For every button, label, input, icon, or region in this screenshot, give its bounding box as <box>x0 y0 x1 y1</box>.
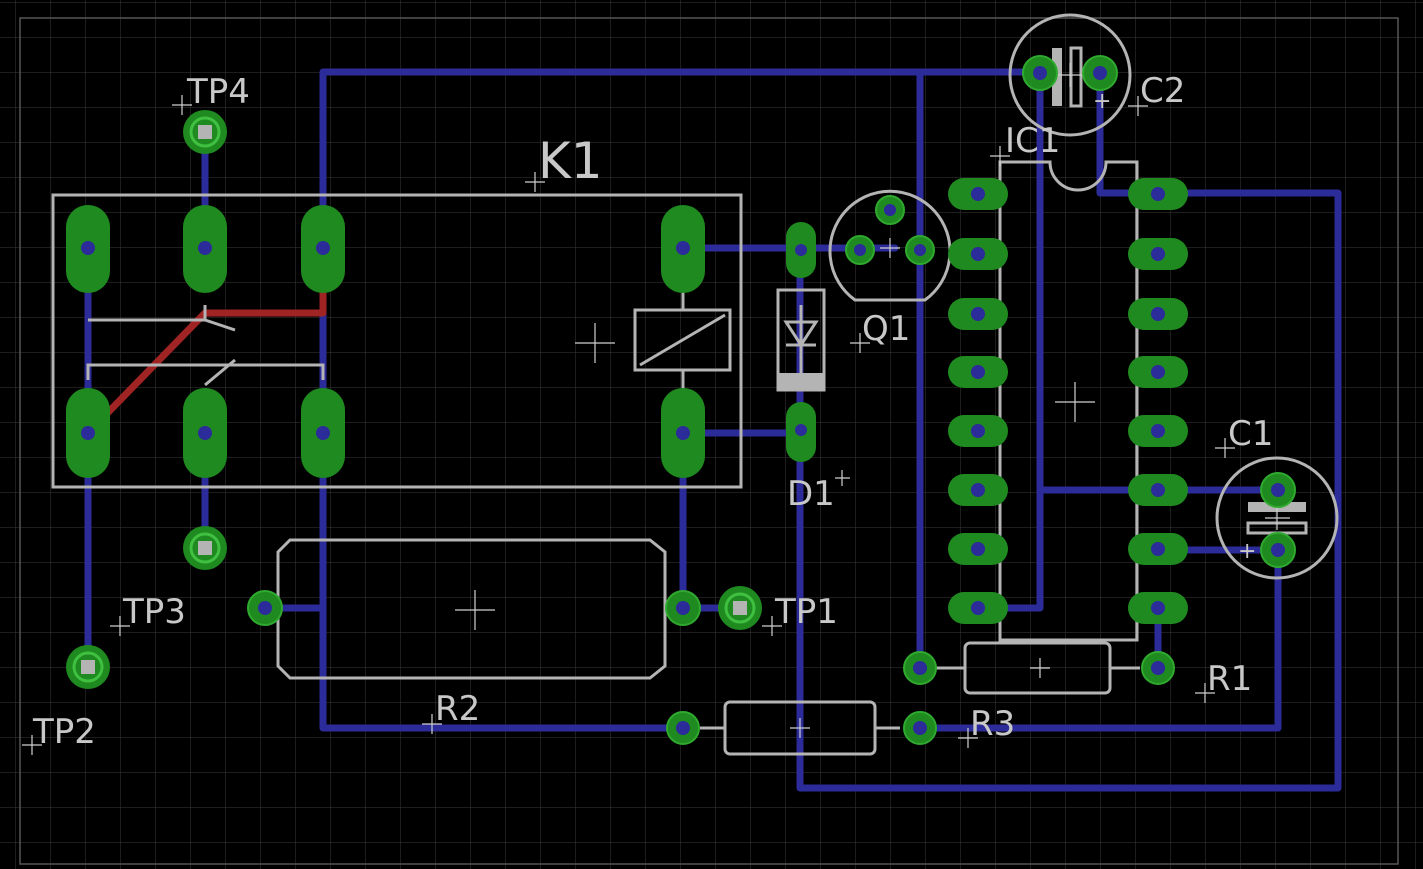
label-c1-origin <box>1215 438 1235 458</box>
label-r3: R3 <box>970 704 1015 744</box>
label-tp3: TP3 <box>122 592 186 632</box>
r1-pads[interactable] <box>903 651 1175 685</box>
c2-plus-marker: + <box>1093 89 1111 114</box>
c1-plus-marker: + <box>1238 539 1256 564</box>
label-c1: C1 <box>1228 414 1273 454</box>
label-tp4: TP4 <box>186 72 250 112</box>
c2-pads[interactable] <box>1022 55 1118 91</box>
r3-pads[interactable] <box>666 711 937 745</box>
label-tp3-origin <box>110 616 130 636</box>
label-r2: R2 <box>435 689 480 729</box>
origin-markers <box>455 63 1290 738</box>
label-c2: C2 <box>1140 71 1185 111</box>
tp2-pad[interactable] <box>66 645 110 689</box>
label-r1-origin <box>1195 683 1215 703</box>
label-r3-origin <box>958 728 978 748</box>
label-tp2-origin <box>22 735 42 755</box>
label-ic1-origin <box>990 146 1010 166</box>
label-c2-origin <box>1128 96 1148 116</box>
board-outline <box>19 17 1399 865</box>
label-q1-origin <box>850 333 870 353</box>
label-k1: K1 <box>538 132 603 190</box>
ic1-pads-left[interactable] <box>948 178 1008 624</box>
label-tp1: TP1 <box>774 592 838 632</box>
tp4-pad[interactable] <box>183 110 227 154</box>
label-tp4-origin <box>172 95 192 115</box>
label-q1: Q1 <box>862 309 910 349</box>
k1-pads[interactable] <box>66 205 705 478</box>
label-ic1: IC1 <box>1005 121 1060 161</box>
label-tp1-origin <box>762 616 782 636</box>
ic1-pads-right[interactable] <box>1128 178 1188 624</box>
tp3-pad[interactable] <box>183 526 227 570</box>
label-tp2: TP2 <box>32 712 96 752</box>
c1-pads[interactable] <box>1260 472 1296 568</box>
label-r1: R1 <box>1207 659 1252 699</box>
label-k1-origin <box>525 172 545 192</box>
r2-pads[interactable] <box>247 590 701 626</box>
q1-pads[interactable] <box>845 195 935 265</box>
label-r2-origin <box>422 714 442 734</box>
d1-pads[interactable] <box>786 222 816 462</box>
tp1-pad[interactable] <box>718 586 762 630</box>
label-d1: D1 <box>787 474 835 514</box>
